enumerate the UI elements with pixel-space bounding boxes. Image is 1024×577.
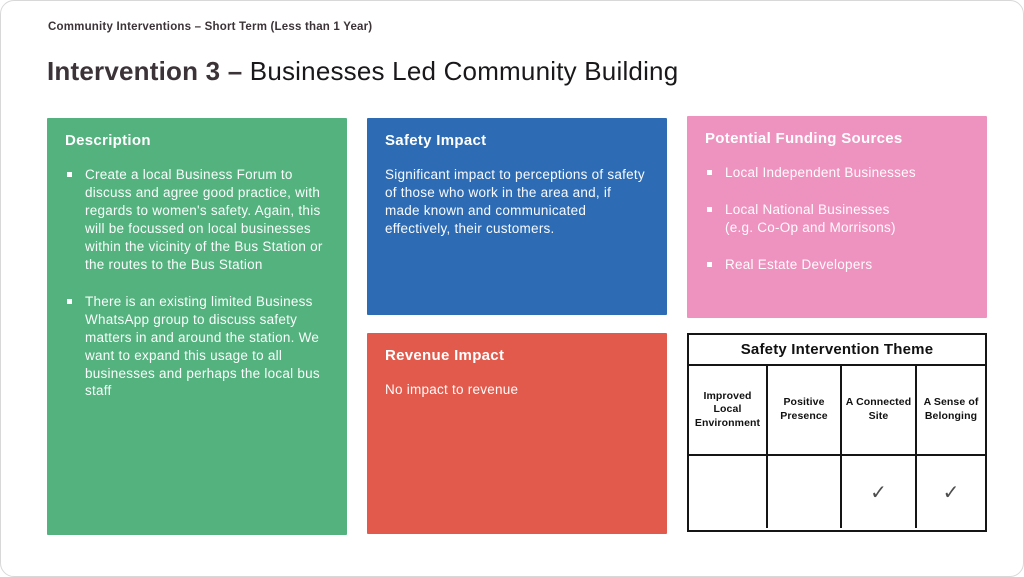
list-item-text: Local National Businesses (e.g. Co-Op an… — [725, 201, 896, 235]
list-item-text: Real Estate Developers — [725, 256, 873, 272]
safety-theme-table-grid: Improved Local Environment Positive Pres… — [689, 366, 985, 528]
safety-impact-heading: Safety Impact — [385, 132, 487, 149]
funding-sources-list: Local Independent Businesses Local Natio… — [705, 164, 969, 274]
list-item: Real Estate Developers — [705, 256, 969, 274]
description-card: Description Create a local Business Foru… — [47, 118, 347, 535]
safety-theme-table-title: Safety Intervention Theme — [689, 335, 985, 366]
list-item-text: Local Independent Businesses — [725, 165, 916, 180]
page-title-prefix: Intervention 3 – — [47, 56, 250, 86]
description-heading: Description — [65, 132, 151, 149]
revenue-impact-card: Revenue Impact No impact to revenue — [367, 333, 667, 534]
column-header-improved-local-environment: Improved Local Environment — [694, 389, 761, 429]
safety-theme-table: Safety Intervention Theme Improved Local… — [687, 333, 987, 532]
list-item-text: There is an existing limited Business Wh… — [85, 293, 320, 399]
column-header-a-sense-of-belonging: A Sense of Belonging — [915, 366, 985, 454]
table-cell-positive-presence — [766, 454, 840, 528]
bullet-square-icon — [67, 298, 72, 304]
safety-impact-card: Safety Impact Significant impact to perc… — [367, 118, 667, 315]
funding-sources-heading: Potential Funding Sources — [705, 130, 903, 147]
page-title-main: Businesses Led Community Building — [249, 56, 679, 86]
safety-impact-body: Significant impact to perceptions of saf… — [385, 167, 645, 236]
list-item: There is an existing limited Business Wh… — [65, 293, 329, 401]
revenue-impact-heading: Revenue Impact — [385, 347, 505, 364]
list-item: Local Independent Businesses — [705, 164, 969, 182]
page-title: Intervention 3 – Businesses Led Communit… — [47, 55, 678, 87]
list-item-text: Create a local Business Forum to discuss… — [85, 167, 323, 272]
list-item: Create a local Business Forum to discuss… — [65, 166, 329, 274]
column-header-a-connected-site: A Connected Site — [840, 366, 915, 454]
description-list: Create a local Business Forum to discuss… — [65, 166, 329, 400]
bullet-square-icon — [67, 172, 72, 177]
slide-eyebrow: Community Interventions – Short Term (Le… — [48, 21, 373, 33]
bullet-square-icon — [707, 206, 712, 212]
table-cell-improved-local-environment — [689, 454, 766, 528]
list-item: Local National Businesses (e.g. Co-Op an… — [705, 201, 969, 237]
checkmark-a-sense-of-belonging: ✓ — [915, 454, 985, 528]
bullet-square-icon — [707, 261, 712, 267]
revenue-impact-body: No impact to revenue — [385, 382, 519, 397]
column-header-positive-presence: Positive Presence — [766, 366, 840, 454]
checkmark-a-connected-site: ✓ — [840, 454, 915, 528]
funding-sources-card: Potential Funding Sources Local Independ… — [687, 116, 987, 318]
bullet-square-icon — [707, 170, 712, 175]
